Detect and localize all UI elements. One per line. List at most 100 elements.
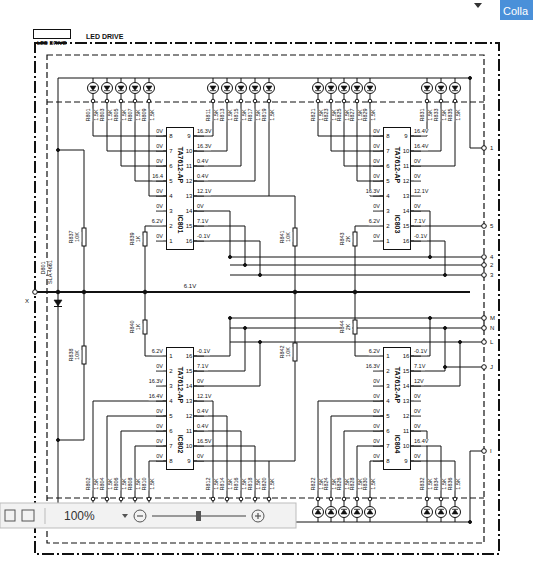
wire <box>344 431 383 432</box>
voltage-label: 0V <box>156 409 163 415</box>
led-lead <box>344 501 345 507</box>
connector-pin <box>119 497 123 501</box>
resistor-value: 1.5K <box>256 478 262 489</box>
pin-number: 1 <box>169 238 172 244</box>
voltage-label: 12.1V <box>414 189 428 195</box>
toolbar-icon <box>5 510 15 521</box>
wire <box>194 166 241 167</box>
pin-number: 14 <box>186 208 193 214</box>
wire <box>194 431 241 432</box>
zoom-level: 100% <box>64 510 95 522</box>
connector-pin <box>368 497 372 501</box>
resistor-value: 1.5K <box>442 478 448 489</box>
led-symbol <box>424 509 430 510</box>
pin-number: 7 <box>386 148 389 154</box>
resistor-ref: R824 <box>324 477 330 490</box>
connector-pin <box>253 497 257 501</box>
resistor-value: 1K <box>136 324 142 331</box>
led-body <box>102 83 113 94</box>
led-symbol <box>367 86 373 91</box>
led-symbol <box>438 90 444 91</box>
zoom-out-button <box>134 510 146 522</box>
resistor-ref: R819 <box>262 108 268 121</box>
wire <box>445 241 446 275</box>
voltage-label: 0V <box>197 379 204 385</box>
voltage-label: 0V <box>156 424 163 430</box>
pin-number: 11 <box>403 163 409 169</box>
resistor-ref: R805 <box>114 108 120 121</box>
led-symbol <box>118 90 124 91</box>
led-symbol <box>104 86 110 91</box>
voltage-label: -0.1V <box>197 234 210 240</box>
voltage-label: 0V <box>414 394 421 400</box>
wire <box>194 181 255 182</box>
zoom-out-button <box>137 515 143 516</box>
pin-number: 5 <box>169 413 172 419</box>
led-lead <box>107 94 108 100</box>
connector-pin <box>253 99 257 103</box>
pin-number: 13 <box>403 193 410 199</box>
resistor-ref: R844 <box>340 320 346 333</box>
led-symbol <box>328 86 334 91</box>
toolbar-icon <box>22 510 34 521</box>
led-body <box>339 507 350 518</box>
resistor-ref: R826 <box>337 477 343 490</box>
led-lead <box>357 94 358 100</box>
junction-dot <box>57 439 60 442</box>
resistor-ref: R806 <box>114 477 120 490</box>
led-body <box>236 83 247 94</box>
led-lead <box>227 94 228 100</box>
voltage-label: 0V <box>373 409 380 415</box>
junction-dot <box>444 366 447 369</box>
wire <box>411 446 441 447</box>
resistor-ref: R814 <box>220 477 226 490</box>
terminal-label: X <box>25 298 29 304</box>
resistor-ref: R839 <box>130 232 136 245</box>
led-symbol <box>224 90 230 91</box>
wire <box>355 226 373 227</box>
connector-pin <box>267 497 271 501</box>
led-board-boundary <box>47 497 484 498</box>
pin-number: 1 <box>169 353 172 359</box>
terminal <box>482 365 487 370</box>
led-symbol <box>354 90 360 91</box>
resistor-ref: R818 <box>248 477 254 490</box>
pin-lead <box>373 211 383 212</box>
voltage-label: 0V <box>373 204 380 210</box>
resistor-value: 1.5K <box>94 109 100 120</box>
pin-lead <box>156 211 166 212</box>
led-symbol <box>354 510 360 515</box>
resistor-symbol <box>353 232 357 246</box>
connector-pin <box>211 497 215 501</box>
resistor-value: 1.5K <box>371 109 377 120</box>
led-body <box>339 83 350 94</box>
led-body <box>365 507 376 518</box>
pin-number: 5 <box>386 178 389 184</box>
resistor-ref: R831 <box>420 108 426 121</box>
wire <box>445 367 484 368</box>
led-symbol <box>341 90 347 91</box>
voltage-label: 0V <box>373 129 380 135</box>
resistor-ref: R816 <box>234 477 240 490</box>
led-symbol <box>266 86 272 91</box>
led-lead <box>441 518 442 523</box>
resistor-value: 1.5K <box>242 478 248 489</box>
wire <box>194 211 230 212</box>
voltage-label: 0V <box>373 144 380 150</box>
led-symbol <box>452 509 458 510</box>
voltage-label: 12.1V <box>197 394 211 400</box>
led-lead <box>121 78 122 83</box>
voltage-label: 16.5V <box>197 439 211 445</box>
diode-symbol <box>54 306 62 307</box>
bus-line <box>230 318 484 319</box>
led-symbol <box>438 86 444 91</box>
led-lead <box>213 78 214 83</box>
wire <box>260 342 261 386</box>
wire <box>460 342 461 386</box>
voltage-label: 7.1V <box>414 364 425 370</box>
ic-ref: IC803 <box>393 215 400 234</box>
wire <box>107 151 166 152</box>
terminal-label: I <box>490 448 492 454</box>
led-lead <box>149 78 150 83</box>
pin-lead <box>411 401 421 402</box>
